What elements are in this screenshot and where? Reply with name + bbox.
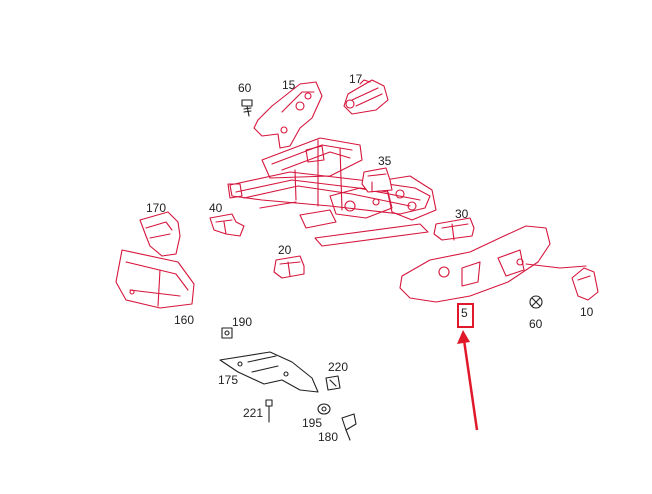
label-part-30: 30 bbox=[455, 207, 469, 221]
label-part-220: 220 bbox=[328, 360, 349, 374]
part-60-screw-right bbox=[529, 295, 543, 309]
label-part-5: 5 bbox=[461, 306, 468, 320]
label-part-180: 180 bbox=[318, 430, 339, 444]
part-35-clip bbox=[361, 167, 393, 193]
highlight-box bbox=[457, 303, 474, 328]
part-15-bracket bbox=[253, 81, 323, 149]
part-40-clip bbox=[209, 213, 245, 237]
label-part-60-right: 60 bbox=[529, 317, 543, 331]
part-175-plate bbox=[219, 351, 319, 393]
part-10-cap bbox=[571, 267, 599, 301]
seat-frame bbox=[227, 137, 437, 247]
label-part-17: 17 bbox=[349, 72, 363, 86]
part-190-nut bbox=[221, 327, 233, 339]
red-arrow bbox=[457, 330, 479, 431]
part-20-clip bbox=[273, 255, 305, 279]
part-160-cover bbox=[115, 249, 195, 309]
label-part-195: 195 bbox=[302, 416, 323, 430]
part-170-trim bbox=[139, 211, 181, 257]
label-part-175: 175 bbox=[218, 373, 239, 387]
label-part-15: 15 bbox=[282, 78, 296, 92]
label-part-60-top: 60 bbox=[238, 81, 252, 95]
label-part-190: 190 bbox=[232, 315, 253, 329]
part-221-pin bbox=[265, 399, 273, 423]
part-220-bolt bbox=[325, 375, 341, 391]
label-part-40: 40 bbox=[209, 201, 223, 215]
label-part-20: 20 bbox=[278, 243, 292, 257]
label-part-10: 10 bbox=[580, 305, 594, 319]
label-part-160: 160 bbox=[174, 313, 195, 327]
part-60-screw-top bbox=[241, 99, 253, 117]
part-30-clip bbox=[433, 217, 475, 241]
label-part-170: 170 bbox=[146, 201, 167, 215]
part-180-screw bbox=[341, 413, 357, 441]
part-17-motor bbox=[343, 79, 389, 115]
part-195-washer bbox=[317, 403, 331, 415]
label-part-221: 221 bbox=[243, 406, 264, 420]
part-5-side-panel bbox=[399, 225, 587, 303]
label-part-35: 35 bbox=[378, 154, 392, 168]
